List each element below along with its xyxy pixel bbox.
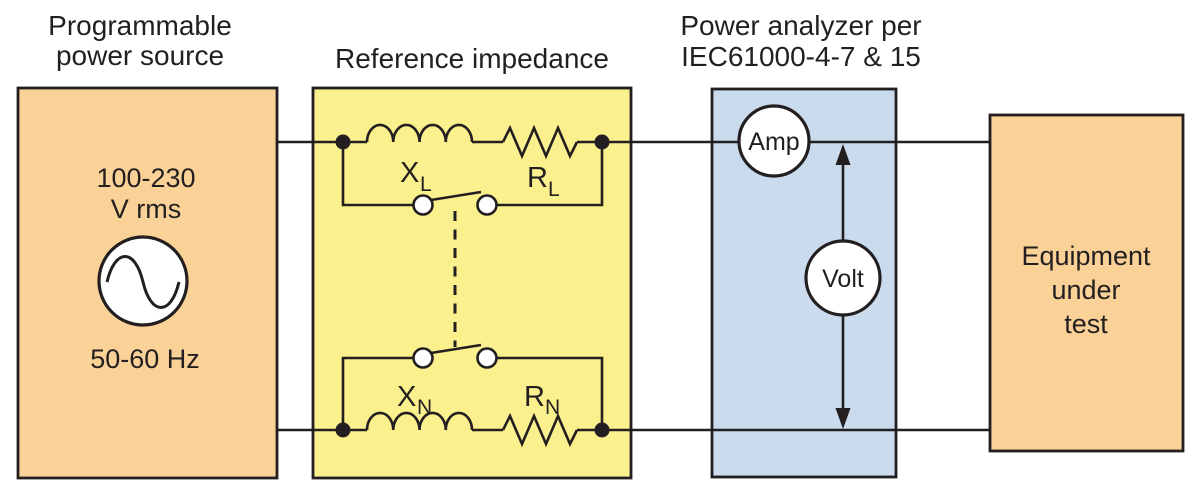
inductor-xn-subscript: N: [417, 396, 432, 419]
equipment-label-line2: under: [1051, 275, 1120, 305]
resistor-rl-subscript: L: [548, 178, 560, 201]
sine-wave-icon: [105, 255, 181, 309]
voltage-range-line2: V rms: [111, 194, 182, 224]
inductor-xl-subscript: L: [420, 173, 432, 196]
resistor-rn-subscript: N: [545, 396, 560, 419]
inductor-xl-symbol: [365, 123, 474, 143]
ammeter-label: Amp: [748, 128, 799, 156]
voltmeter-icon: [804, 239, 882, 317]
resistor-rl-symbol: [501, 124, 579, 160]
switch-contact-icon: [412, 347, 434, 369]
arrow-up-icon: [835, 144, 851, 165]
reference-impedance-title: Reference impedance: [335, 43, 609, 74]
power-source-title-line2: power source: [56, 40, 224, 71]
junction-dot: [594, 422, 610, 438]
voltage-range-line1: 100-230: [96, 163, 195, 193]
bypass-branch-neutral: [341, 356, 604, 430]
inductor-xl-label: X: [400, 157, 419, 189]
inductor-xn-symbol: [365, 411, 474, 431]
power-analyzer-title-line2: IEC61000-4-7 & 15: [681, 41, 921, 72]
switch-contact-icon: [476, 194, 498, 216]
reference-impedance-box: [311, 86, 633, 480]
equipment-label-line3: test: [1064, 309, 1108, 339]
resistor-rn-symbol: [501, 412, 579, 448]
frequency-range-label: 50-60 Hz: [90, 344, 200, 374]
resistor-rl-label: R: [527, 162, 548, 194]
resistor-rn-label: R: [524, 381, 545, 413]
switch-blade-neutral: [430, 343, 482, 355]
power-source-title-line1: Programmable: [48, 10, 232, 41]
switch-blade-line: [430, 190, 482, 202]
switch-contact-icon: [476, 347, 498, 369]
junction-dot: [594, 134, 610, 150]
switch-contact-icon: [412, 194, 434, 216]
power-analyzer-title-line1: Power analyzer per: [680, 10, 921, 41]
junction-dot: [335, 134, 351, 150]
ammeter-icon: [737, 104, 811, 178]
voltmeter-label: Volt: [822, 265, 864, 293]
inductor-xn-label: X: [397, 381, 416, 413]
arrow-down-icon: [835, 408, 851, 429]
equipment-under-test-box: [988, 113, 1185, 453]
equipment-label-line1: Equipment: [1021, 241, 1151, 271]
bypass-branch-line: [341, 142, 604, 207]
junction-dot: [335, 422, 351, 438]
